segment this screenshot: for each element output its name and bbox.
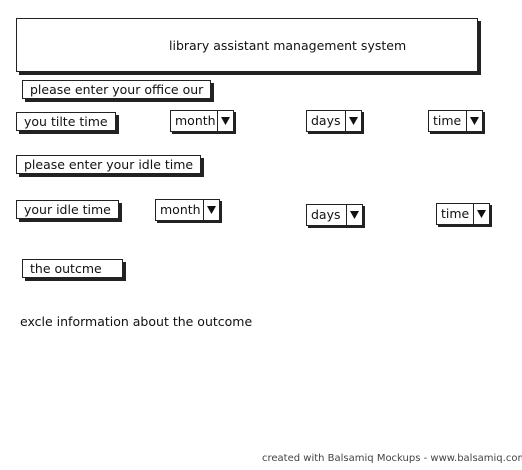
dropdown-arrow-icon[interactable] — [345, 111, 361, 131]
idle-month-value: month — [160, 202, 201, 217]
outcome-info-text: excle information about the outcome — [20, 314, 253, 329]
office-time-label[interactable]: you tilte time — [16, 112, 116, 131]
office-days-select[interactable]: days — [306, 110, 362, 132]
idle-time-value: time — [441, 206, 470, 221]
office-hours-prompt: please enter your office our — [22, 80, 212, 99]
dropdown-arrow-icon[interactable] — [203, 200, 219, 220]
title-panel: library assistant management system — [16, 18, 478, 72]
idle-time-prompt: please enter your idle time — [16, 155, 202, 174]
balsamiq-credit: created with Balsamiq Mockups - www.bals… — [262, 453, 522, 464]
idle-time-label[interactable]: your idle time — [16, 200, 119, 219]
idle-days-value: days — [311, 207, 341, 222]
office-time-select[interactable]: time — [428, 110, 483, 132]
office-days-value: days — [311, 113, 341, 128]
outcome-button[interactable]: the outcme — [22, 259, 123, 278]
idle-days-select[interactable]: days — [306, 204, 363, 226]
dropdown-arrow-icon[interactable] — [346, 205, 362, 225]
dropdown-arrow-icon[interactable] — [473, 204, 489, 224]
idle-month-select[interactable]: month — [155, 199, 220, 221]
dropdown-arrow-icon[interactable] — [466, 111, 482, 131]
dropdown-arrow-icon[interactable] — [217, 111, 233, 131]
office-time-value: time — [433, 113, 462, 128]
office-month-value: month — [175, 113, 216, 128]
idle-time-select[interactable]: time — [436, 203, 490, 225]
page-title: library assistant management system — [169, 38, 407, 53]
office-month-select[interactable]: month — [170, 110, 234, 132]
